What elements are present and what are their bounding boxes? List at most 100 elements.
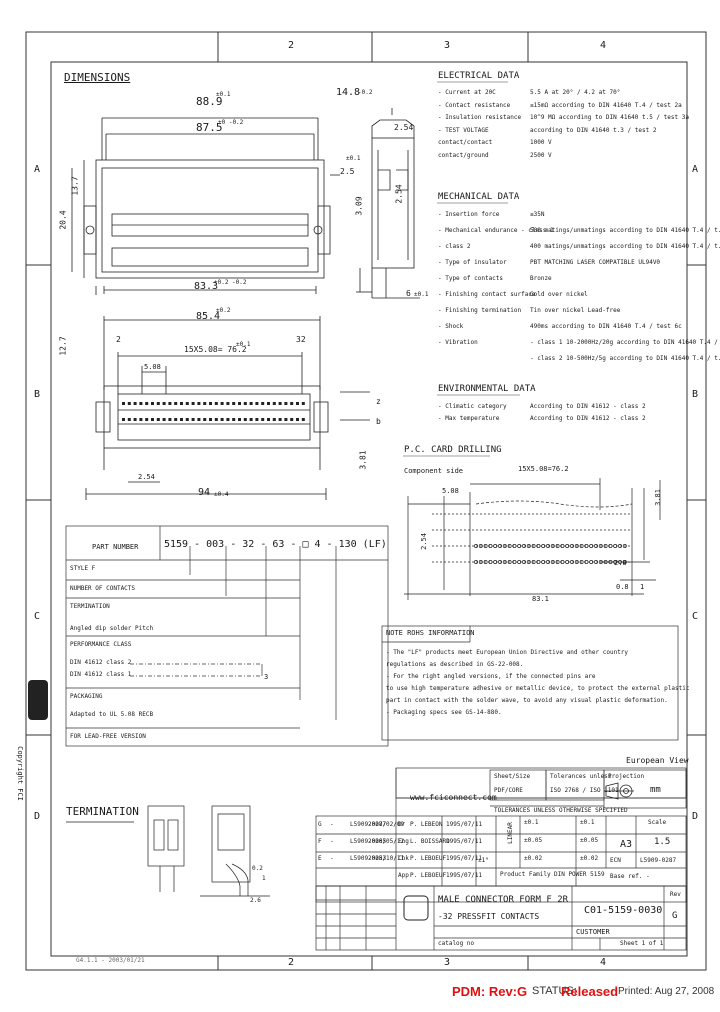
electrical-row-label: - Current at 20C (438, 89, 496, 96)
dim-2-54c: 2.54 (138, 473, 155, 481)
environmental-row-label: - Max temperature (438, 415, 500, 422)
tb-base-ref: Base ref. - (610, 873, 650, 880)
tb-tol-x00: ±0.05 (524, 837, 543, 844)
tb-approval-v2: ISO 2768 / ISO 1101 (550, 787, 619, 794)
mechanical-row-label: - Mechanical endurance - class 1 (438, 227, 554, 234)
pin-dot (214, 402, 218, 405)
pin-dot (301, 402, 305, 405)
pcb-hole (608, 544, 613, 548)
pin-dot (145, 402, 149, 405)
dim-14-8-tol: -0.2 (358, 89, 373, 96)
pin-dot (296, 418, 299, 421)
front-view (71, 117, 340, 295)
electrical-row-value: 2500 V (530, 151, 552, 159)
pcb-hole (565, 544, 570, 548)
pn-class1: DIN 41612 class 1 (70, 671, 132, 678)
pn-contacts: NUMBER OF CONTACTS (70, 585, 136, 592)
pcb-hole (622, 560, 627, 564)
dim-2-54a: 2.54 (394, 123, 414, 132)
pcb-hole (584, 560, 589, 564)
pcb-hole (517, 544, 522, 548)
pn-pack-value: Adapted to UL 5.08 RECB (70, 711, 154, 718)
mechanical-row-label: - Type of contacts (438, 275, 504, 282)
pin-dot (162, 402, 166, 405)
zone-right-d: D (692, 811, 699, 822)
pin-dot (185, 418, 189, 421)
tb-date: 1995/07/11 (446, 872, 483, 879)
pcb-hole (474, 560, 478, 564)
footer-printed: Printed: Aug 27, 2008 (618, 986, 715, 997)
tb-rev-label: Rev (670, 891, 681, 898)
pin-dot (261, 418, 265, 421)
zone-top-2: 2 (288, 40, 295, 51)
pcb-component-side: Component side (404, 467, 464, 475)
pin-dot (203, 402, 207, 405)
pcb-hole (526, 560, 531, 564)
pin-dot (156, 402, 160, 405)
pcb-hole (502, 544, 507, 548)
pn-leadfree: FOR LEAD-FREE VERSION (70, 733, 146, 740)
electrical-row-label: - Contact resistance (438, 101, 511, 109)
pin-dot (278, 418, 282, 421)
pin-dot (139, 402, 143, 405)
environmental-row-value: According to DIN 41612 - class 2 (530, 403, 646, 410)
pin-dot (243, 418, 247, 421)
pn-termination: TERMINATION (70, 603, 110, 610)
termination-title: TERMINATION (66, 805, 139, 818)
tb-rev: G (672, 911, 678, 921)
tb-tol-x00b: ±0.05 (580, 837, 599, 844)
pin-dot (191, 418, 195, 421)
electrical-row-label: - TEST VOLTAGE (438, 126, 489, 134)
pin-dot (267, 402, 270, 405)
tb-tol-angle: ±1° (478, 857, 489, 864)
pcb-hole (512, 560, 517, 564)
pcb-hole (483, 560, 488, 564)
pin-dot (220, 418, 224, 421)
dim-94: 94 (198, 487, 211, 498)
row-label-z: z (376, 397, 381, 406)
notes-item: to use high temperature adhesive or meta… (386, 685, 690, 692)
mechanical-row-value: Gold over nickel (530, 291, 588, 298)
pin-dot (290, 402, 294, 405)
pin-dot (209, 402, 212, 405)
pin-dot (232, 402, 236, 405)
tb-size: A3 (620, 839, 633, 850)
electrical-row-value: 10^9 MΩ according to DIN 41640 t.5 / tes… (530, 114, 689, 121)
dim-2-5: 2.5 (340, 167, 355, 176)
pin-dot (301, 418, 305, 421)
pcb-hole (541, 544, 546, 548)
tb-approval-h1: Sheet/Size (494, 773, 531, 780)
tb-rev-letter: G (318, 821, 322, 828)
pin-dot (226, 418, 230, 421)
zone-left-c: C (34, 611, 41, 622)
pcb-hole (531, 560, 536, 564)
pin-dot (174, 402, 178, 405)
term-dim-1: 1 (262, 875, 266, 882)
side-view (356, 108, 420, 299)
pcb-hole (512, 544, 517, 548)
electrical-row-value: according to DIN 41640 t.3 / test 2 (530, 126, 657, 134)
zone-bottom-3: 3 (444, 957, 451, 968)
pcb-hole (493, 560, 498, 564)
pin-dot (156, 418, 160, 421)
environmental-row-value: According to DIN 41612 - class 2 (530, 415, 646, 422)
tb-rev-desc: - (330, 855, 334, 862)
row-label-b: b (376, 417, 381, 426)
pin-dot (290, 418, 294, 421)
dim-5-08: 5.08 (144, 363, 161, 371)
tb-catalog: catalog no (438, 940, 475, 947)
dim-2-5-tol: ±0.1 (346, 155, 361, 162)
pin-dot (180, 402, 183, 405)
pin-dot (191, 402, 195, 405)
notes-item: - The "LF" products meet European Union … (386, 649, 629, 656)
dim-94-tol: ±0.4 (214, 491, 229, 498)
tb-rev-desc: - (330, 838, 334, 845)
pcb-hole (550, 560, 555, 564)
tb-website: www.fciconnect.com (410, 793, 497, 802)
notes-title: NOTE ROHS INFORMATION (386, 629, 475, 637)
pin-dot (278, 402, 282, 405)
dim-3-09: 3.09 (354, 196, 364, 216)
zone-left-d: D (34, 811, 41, 822)
tb-name: P. LEBOEUF (410, 855, 447, 862)
